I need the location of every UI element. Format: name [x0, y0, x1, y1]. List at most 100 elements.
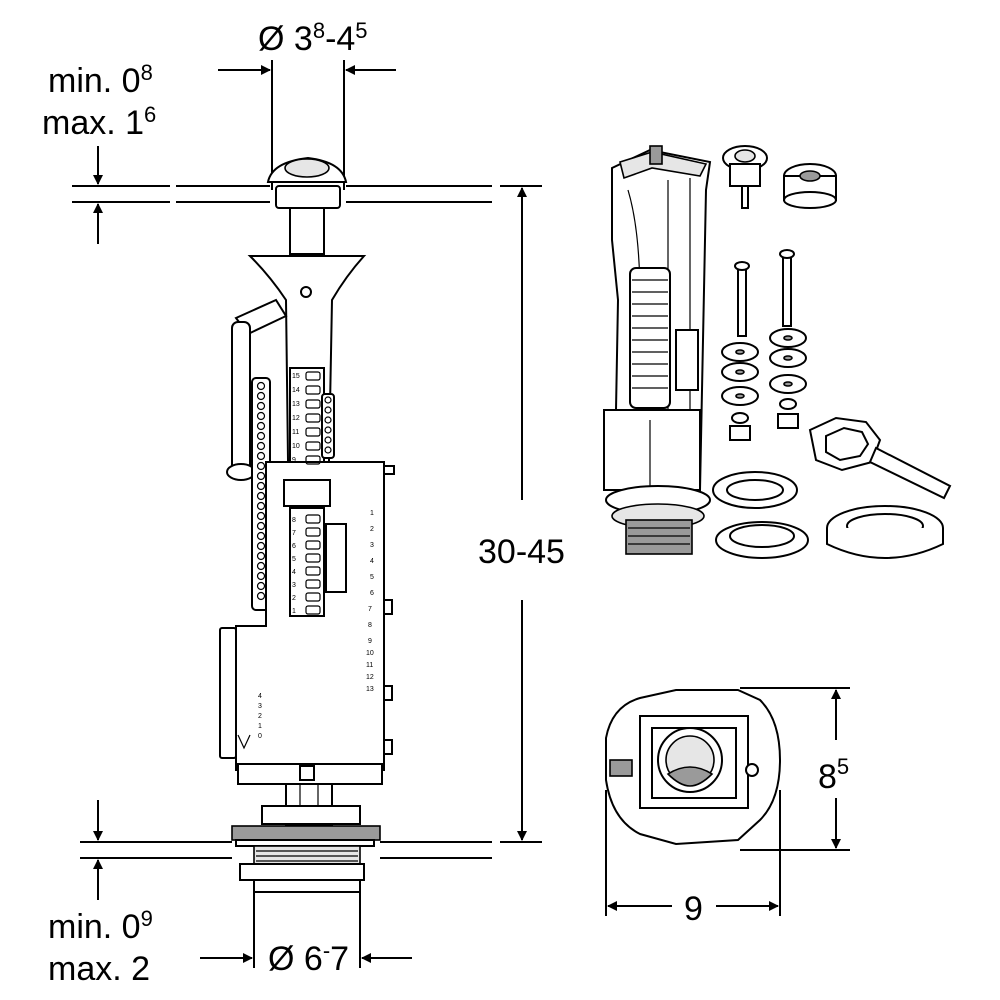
tank-top-plate	[176, 185, 492, 203]
scale-tick	[305, 540, 321, 550]
scale-mark: 1	[370, 510, 374, 517]
bead	[256, 521, 266, 531]
scale-mark: 9	[292, 457, 296, 464]
wrench-part	[808, 416, 952, 500]
gaskets-part	[712, 471, 944, 559]
scale-mark: 4	[292, 569, 296, 576]
scale-mark: 3	[370, 542, 374, 549]
scale-mark: 12	[366, 674, 374, 681]
scale-tick	[305, 399, 321, 409]
bead	[324, 416, 332, 424]
scale-mark: 10	[366, 650, 374, 657]
scale-mark: 4	[370, 558, 374, 565]
scale-mark: 2	[370, 526, 374, 533]
button-cap-part	[722, 145, 768, 209]
bottom-diameter-label: Ø 6-7	[268, 938, 349, 978]
scale-tick	[305, 527, 321, 537]
scale-mark: 1	[258, 723, 262, 730]
scale-mark: 1	[292, 608, 296, 615]
top-thickness-dimension: min. 08 max. 16	[42, 60, 170, 244]
scale-mark: 2	[292, 595, 296, 602]
scale-mark: 10	[292, 443, 300, 450]
scale-mark: 0	[258, 733, 262, 740]
scale-mark: 2	[258, 713, 262, 720]
valve-width-label: 9	[684, 890, 703, 928]
bead	[256, 411, 266, 421]
scale-mark: 7	[368, 606, 372, 613]
scale-mark: 5	[370, 574, 374, 581]
bead	[324, 406, 332, 414]
scale-tick	[305, 605, 321, 615]
scale-tick	[305, 427, 321, 437]
bead	[324, 436, 332, 444]
bead	[256, 401, 266, 411]
bead	[256, 471, 266, 481]
valve-perspective-view	[602, 145, 712, 555]
scale-tick	[305, 553, 321, 563]
cap-ring-part	[783, 163, 837, 209]
top-diameter-dimension: Ø 38-45	[218, 18, 396, 190]
valve-depth-dimension: 85	[740, 687, 850, 851]
scale-mark: 11	[292, 429, 299, 436]
bead-strip	[256, 381, 332, 601]
valve-bottom-view	[605, 689, 782, 846]
scale-right-column: 1 2 3 4 5 6 7 8 9 10 11 12 13	[366, 510, 374, 693]
top-min-label: min. 08	[48, 60, 153, 100]
scale-mark: 15	[292, 373, 300, 380]
bead	[256, 491, 266, 501]
bead	[256, 421, 266, 431]
scale-center-lower: 8 7 6 5 4 3 2 1	[292, 517, 296, 615]
bead	[256, 481, 266, 491]
scale-mark: 11	[366, 662, 373, 669]
scale-tick	[305, 579, 321, 589]
scale-mark: 12	[292, 415, 300, 422]
scale-mark: 13	[292, 401, 300, 408]
bead	[256, 451, 266, 461]
top-diameter-label: Ø 38-45	[258, 18, 368, 58]
bottom-max-label: max. 2	[48, 950, 150, 988]
screws-part	[734, 249, 795, 337]
scale-mark: 8	[368, 622, 372, 629]
bead	[256, 591, 266, 601]
top-max-label: max. 16	[42, 102, 156, 142]
bead	[256, 571, 266, 581]
scale-mark: 13	[366, 686, 374, 693]
bead	[256, 511, 266, 521]
bead	[256, 381, 266, 391]
scale-mark: 9	[368, 638, 372, 645]
bead	[256, 391, 266, 401]
scale-mark: 7	[292, 530, 296, 537]
valve-depth-label: 85	[818, 754, 849, 796]
scale-mark: 5	[292, 556, 296, 563]
bead	[256, 561, 266, 571]
scale-ticks	[305, 371, 321, 615]
scale-tick	[305, 455, 321, 465]
bead	[256, 461, 266, 471]
washers-part	[721, 328, 807, 441]
bottom-diameter-dimension: Ø 6-7	[200, 880, 412, 978]
scale-tick	[305, 371, 321, 381]
scale-tick	[305, 514, 321, 524]
bead	[256, 431, 266, 441]
scale-tick	[305, 592, 321, 602]
fill-valve-body	[219, 156, 395, 893]
scale-mark: 14	[292, 387, 300, 394]
scale-mark: 3	[258, 703, 262, 710]
scale-left-upper: 15 14 13 12 11 10 9	[292, 373, 300, 464]
valve-width-dimension: 9	[605, 790, 781, 928]
scale-mark: 6	[370, 590, 374, 597]
bead	[324, 446, 332, 454]
scale-mark: 8	[292, 517, 296, 524]
bead	[324, 426, 332, 434]
height-label: 30-45	[478, 533, 565, 571]
bottom-min-label: min. 09	[48, 906, 153, 946]
bead	[256, 531, 266, 541]
bead	[256, 441, 266, 451]
bead	[256, 501, 266, 511]
scale-left-lower: 4 3 2 1 0	[237, 693, 262, 750]
scale-tick	[305, 441, 321, 451]
bottom-thickness-dimension: min. 09 max. 2	[48, 800, 492, 988]
scale-tick	[305, 413, 321, 423]
scale-tick	[305, 385, 321, 395]
